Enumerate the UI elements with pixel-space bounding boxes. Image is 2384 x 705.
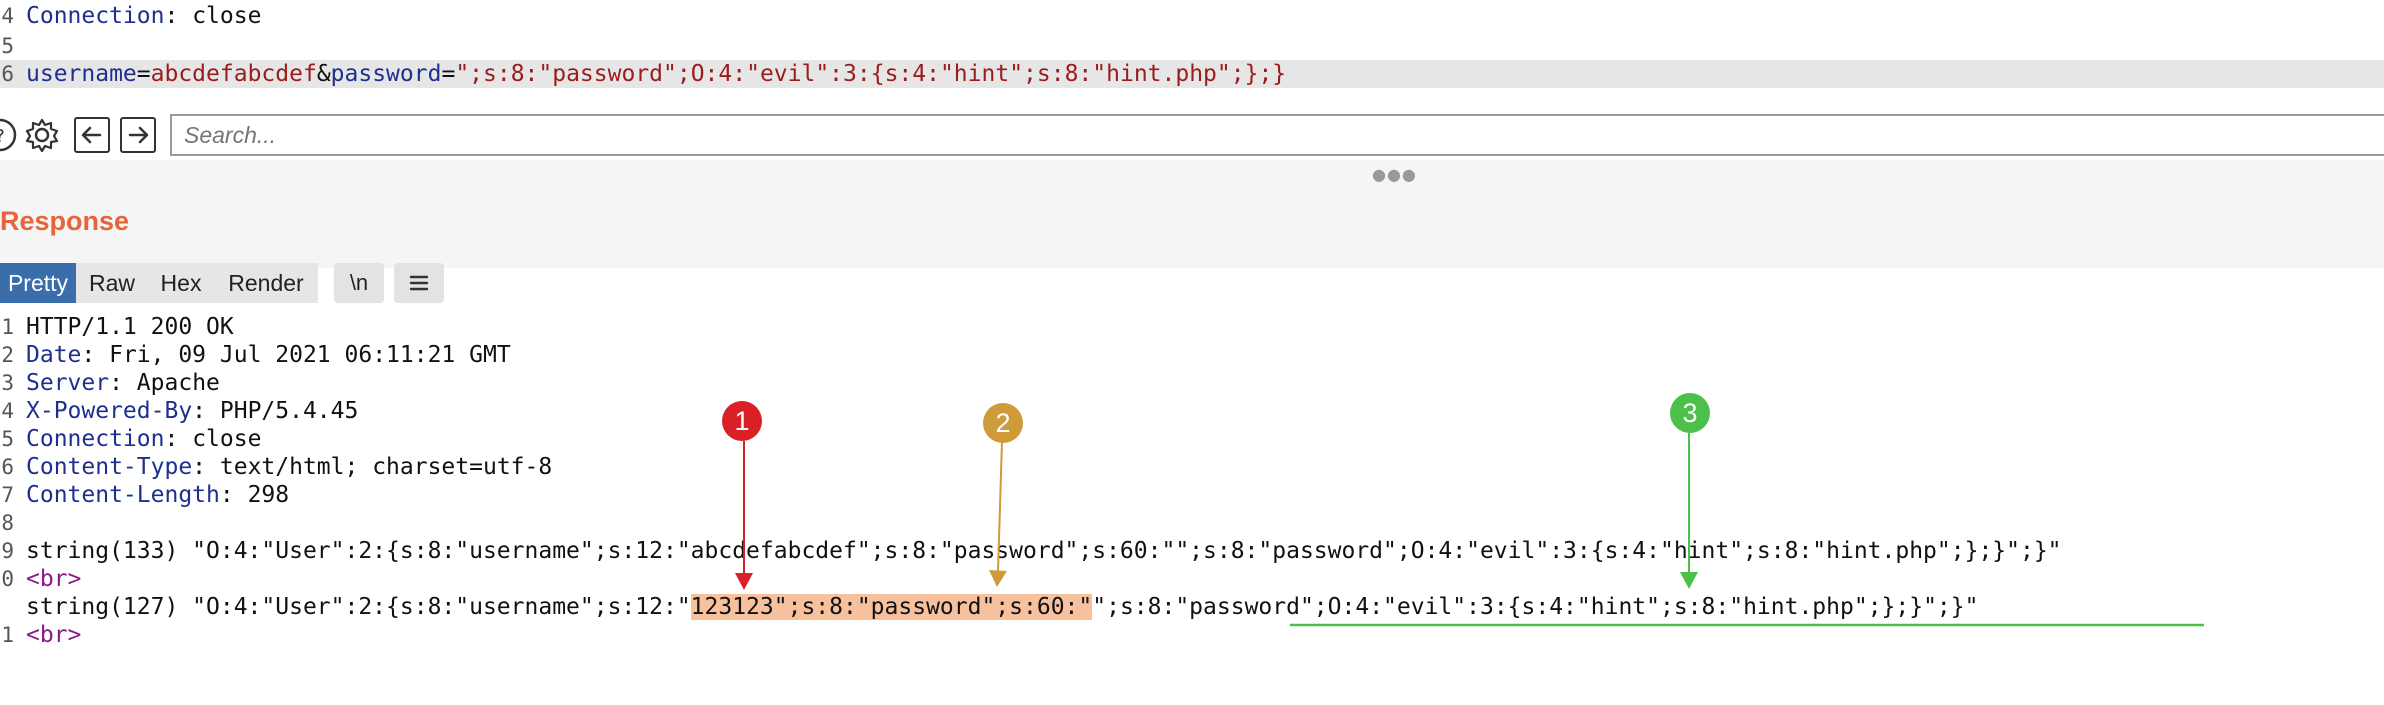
header-value: Fri, 09 Jul 2021 06:11:21 GMT bbox=[95, 342, 511, 368]
arrow-1 bbox=[735, 441, 753, 590]
request-body-line[interactable]: 6 username=abcdefabcdef&password=";s:8:"… bbox=[0, 60, 2384, 88]
header-key: Content-Type bbox=[26, 454, 193, 480]
header-value: close bbox=[178, 3, 262, 29]
line-number: 6 bbox=[1, 62, 14, 86]
header-value: Apache bbox=[122, 370, 220, 396]
line-number: 6 bbox=[1, 455, 14, 479]
resize-handle-icon[interactable]: ●●● bbox=[1372, 165, 1417, 184]
response-line-8: 8 bbox=[0, 509, 28, 537]
gear-icon[interactable] bbox=[24, 117, 60, 153]
arrow-3 bbox=[1680, 433, 1698, 589]
header-value: PHP/5.4.45 bbox=[206, 398, 359, 424]
status-line: HTTP/1.1 200 OK bbox=[26, 314, 234, 340]
br-tag: <br> bbox=[26, 622, 82, 648]
header-key: X-Powered-By bbox=[26, 398, 193, 424]
line-number: 5 bbox=[1, 34, 14, 58]
svg-text:?: ? bbox=[0, 126, 5, 147]
ampersand: & bbox=[316, 61, 331, 87]
arrow-right-icon bbox=[128, 126, 149, 144]
line-number: 1 bbox=[1, 623, 14, 647]
param-username-key: username bbox=[26, 61, 137, 87]
tab-pretty[interactable]: Pretty bbox=[0, 263, 76, 303]
header-key: Connection bbox=[26, 426, 165, 452]
back-button[interactable] bbox=[74, 117, 110, 153]
param-username-value: abcdefabcdef bbox=[150, 61, 317, 87]
annotation-badge-2: 2 bbox=[983, 403, 1023, 443]
response-line-12: 1 <br> bbox=[0, 621, 81, 649]
header-value: close bbox=[178, 426, 262, 452]
line-number: 3 bbox=[1, 371, 14, 395]
header-key: Content-Length bbox=[26, 482, 220, 508]
response-header-bg bbox=[0, 160, 2384, 268]
line-number: 1 bbox=[1, 315, 14, 339]
response-line-7: 7 Content-Length: 298 bbox=[1, 482, 290, 508]
dump-line-original: string(133) "O:4:"User":2:{s:8:"username… bbox=[26, 538, 2062, 564]
response-line-6: 6 Content-Type: text/html; charset=utf-8 bbox=[1, 454, 553, 480]
response-title: Response bbox=[0, 206, 130, 236]
equals-sign: = bbox=[136, 61, 151, 87]
response-line-1: 1 HTTP/1.1 200 OK bbox=[0, 313, 233, 341]
header-key: Server bbox=[26, 370, 110, 396]
line-number: 8 bbox=[1, 511, 14, 535]
line-number: 4 bbox=[1, 4, 14, 28]
dump-suffix: ";s:8:"password";O:4:"evil":3:{s:4:"hint… bbox=[1092, 594, 1979, 620]
param-password-value: ";s:8:"password";O:4:"evil":3:{s:4:"hint… bbox=[455, 61, 1287, 87]
search-input[interactable] bbox=[170, 114, 2384, 156]
header-key: Connection bbox=[26, 3, 165, 29]
header-value: 298 bbox=[233, 482, 290, 508]
annotation-badge-1: 1 bbox=[722, 401, 762, 441]
header-key: Date bbox=[26, 342, 82, 368]
arrow-2 bbox=[989, 440, 1007, 587]
dump-prefix: string(127) "O:4:"User":2:{s:8:"username… bbox=[26, 594, 691, 620]
menu-button[interactable] bbox=[394, 263, 444, 303]
highlighted-injection: 123123";s:8:"password";s:60:" bbox=[690, 594, 1093, 620]
param-password-key: password bbox=[330, 61, 442, 87]
line-number: 0 bbox=[1, 567, 14, 591]
response-line-4: 4 X-Powered-By: PHP/5.4.45 bbox=[1, 398, 359, 424]
line-number: 7 bbox=[1, 483, 14, 507]
tab-hex[interactable]: Hex bbox=[148, 263, 214, 303]
header-value: text/html; charset=utf-8 bbox=[206, 454, 553, 480]
arrow-left-icon bbox=[81, 126, 102, 144]
response-line-11: string(127) "O:4:"User":2:{s:8:"username… bbox=[0, 593, 1978, 621]
newline-toggle-button[interactable]: \n bbox=[334, 263, 384, 303]
response-line-9: 9 string(133) "O:4:"User":2:{s:8:"userna… bbox=[0, 537, 2061, 565]
help-icon[interactable]: ? bbox=[0, 117, 18, 153]
response-line-2: 2 Date: Fri, 09 Jul 2021 06:11:21 GMT bbox=[1, 342, 511, 368]
forward-button[interactable] bbox=[120, 117, 156, 153]
menu-icon bbox=[409, 275, 429, 291]
response-line-5: 5 Connection: close bbox=[1, 426, 262, 452]
annotation-overlay bbox=[735, 433, 2204, 627]
response-line-3: 3 Server: Apache bbox=[1, 370, 220, 396]
equals-sign: = bbox=[441, 61, 456, 87]
br-tag: <br> bbox=[26, 566, 82, 592]
line-number: 5 bbox=[1, 427, 14, 451]
annotation-badge-3: 3 bbox=[1670, 393, 1710, 433]
request-line-4: 4 Connection: close bbox=[1, 3, 262, 29]
tab-raw[interactable]: Raw bbox=[76, 263, 148, 303]
line-number: 9 bbox=[1, 539, 14, 563]
request-line-5: 5 bbox=[0, 32, 28, 60]
line-number: 4 bbox=[1, 399, 14, 423]
tab-render[interactable]: Render bbox=[214, 263, 318, 303]
response-line-10: 0 <br> bbox=[0, 565, 81, 593]
line-number: 2 bbox=[1, 343, 14, 367]
